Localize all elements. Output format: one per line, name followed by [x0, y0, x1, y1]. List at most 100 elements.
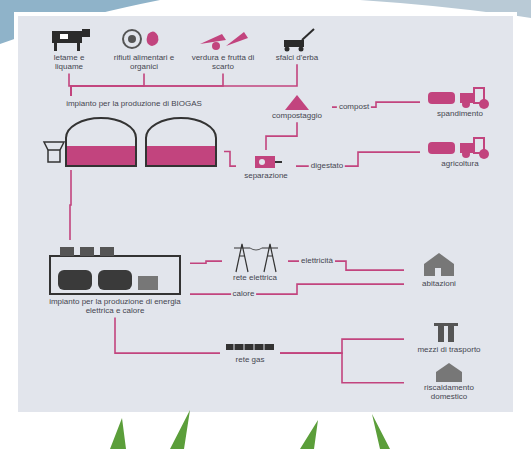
tractor-spreader-icon [428, 142, 455, 154]
background-decor [110, 410, 390, 449]
compost-pile-icon [285, 95, 309, 110]
fuel-station-icon [438, 326, 444, 342]
house-icon [424, 253, 454, 276]
cow-icon [60, 34, 68, 39]
power-line-icon [250, 248, 262, 250]
process-step: compostaggio [262, 92, 332, 122]
cow-icon [82, 29, 90, 37]
food-waste-icon [128, 35, 136, 43]
flow-line [115, 317, 220, 353]
pump-icon [255, 156, 282, 168]
vegetables-icon [226, 32, 248, 46]
tractor-spreader-icon [428, 88, 489, 109]
gas-pipe-icon [226, 344, 274, 350]
mower-icon [284, 29, 314, 52]
fuel-station-icon [434, 323, 458, 326]
node-label: abitazioni [420, 278, 458, 289]
power-plant-icon [80, 247, 94, 256]
cow-icon [52, 31, 82, 43]
node-label: mezzi di trasporto [415, 344, 482, 355]
power-plant-icon [138, 276, 158, 290]
power-plant-icon [58, 270, 92, 290]
flow-label: elettricità [299, 257, 335, 266]
output-use: spandimento [420, 84, 500, 120]
flow-line [71, 73, 144, 96]
power-line-icon [234, 244, 278, 272]
vegetables-icon [200, 32, 248, 50]
node-label: impianto per la produzione di energia el… [40, 296, 190, 316]
digester-icon [44, 142, 64, 150]
pump-icon [255, 156, 275, 168]
flow-line [190, 284, 404, 294]
node-label: sfalci d'erba [274, 52, 320, 63]
power-plant-icon [100, 247, 114, 256]
flow-line [266, 122, 297, 150]
digester-icon [44, 118, 216, 166]
mower-icon [285, 47, 290, 52]
cow-icon [77, 43, 80, 51]
flow-line [280, 339, 404, 353]
vegetables-icon [200, 34, 226, 44]
input-source: letame e liquame [38, 26, 100, 73]
power-plant-icon [50, 247, 180, 294]
food-waste-icon [123, 30, 158, 48]
house-icon [424, 253, 454, 276]
background-decor [14, 12, 517, 416]
flow-label: calore [231, 290, 257, 299]
compost-pile-icon [285, 95, 309, 110]
tractor-spreader-icon [462, 100, 470, 108]
digester-icon [146, 118, 216, 166]
flow-line [280, 353, 404, 383]
gas-pipe-icon [234, 343, 264, 351]
tractor-spreader-icon [428, 138, 489, 159]
digester-plant: impianto per la produzione di BIOGAS [44, 96, 224, 170]
node-label: rete elettrica [231, 272, 279, 283]
distribution-network: rete gas [220, 340, 280, 366]
flow-label: compost [337, 103, 371, 112]
input-source: rifiuti alimentari e organici [108, 26, 180, 73]
node-label: separazione [242, 170, 290, 181]
digester-icon [146, 146, 216, 166]
power-plant-icon [60, 247, 74, 256]
fuel-station-icon [448, 326, 454, 342]
flow-line [70, 170, 71, 240]
flow-line [71, 64, 297, 96]
cow-icon [54, 43, 57, 51]
power-line-icon [262, 244, 278, 272]
output-use: mezzi di trasporto [404, 322, 494, 356]
flow-label: digestato [309, 162, 345, 171]
input-source: verdura e frutta di scarto [188, 26, 258, 73]
flow-line [71, 73, 223, 96]
node-label: verdura e frutta di scarto [188, 52, 258, 72]
mower-icon [302, 29, 314, 40]
gas-pipe-icon [226, 343, 274, 351]
node-label: riscaldamento domestico [404, 382, 494, 402]
power-plant-icon [50, 256, 180, 294]
input-source: sfalci d'erba [266, 26, 328, 64]
tractor-spreader-icon [479, 99, 489, 109]
power-plant-icon [98, 270, 132, 290]
tractor-spreader-icon [428, 92, 455, 104]
digester-icon [66, 118, 136, 166]
output-use: abitazioni [404, 250, 474, 290]
process-step: separazione [236, 150, 296, 182]
power-plant: impianto per la produzione di energia el… [40, 240, 190, 317]
cow-icon [52, 29, 90, 51]
fuel-station-icon [434, 323, 458, 342]
pump-icon [259, 159, 265, 165]
output-use: riscaldamento domestico [404, 362, 494, 403]
digester-icon [66, 146, 136, 166]
pump-icon [275, 161, 282, 163]
background-decor [18, 16, 513, 412]
food-waste-icon [123, 30, 141, 48]
node-label: agricoltura [439, 158, 480, 169]
digester-icon [48, 150, 60, 162]
heated-house-icon [436, 363, 462, 382]
node-label: letame e liquame [38, 52, 100, 72]
vegetables-icon [212, 42, 220, 50]
mower-icon [299, 47, 304, 52]
heated-house-icon [436, 363, 462, 382]
flow-line [224, 152, 236, 167]
node-label: rifiuti alimentari e organici [108, 52, 180, 72]
